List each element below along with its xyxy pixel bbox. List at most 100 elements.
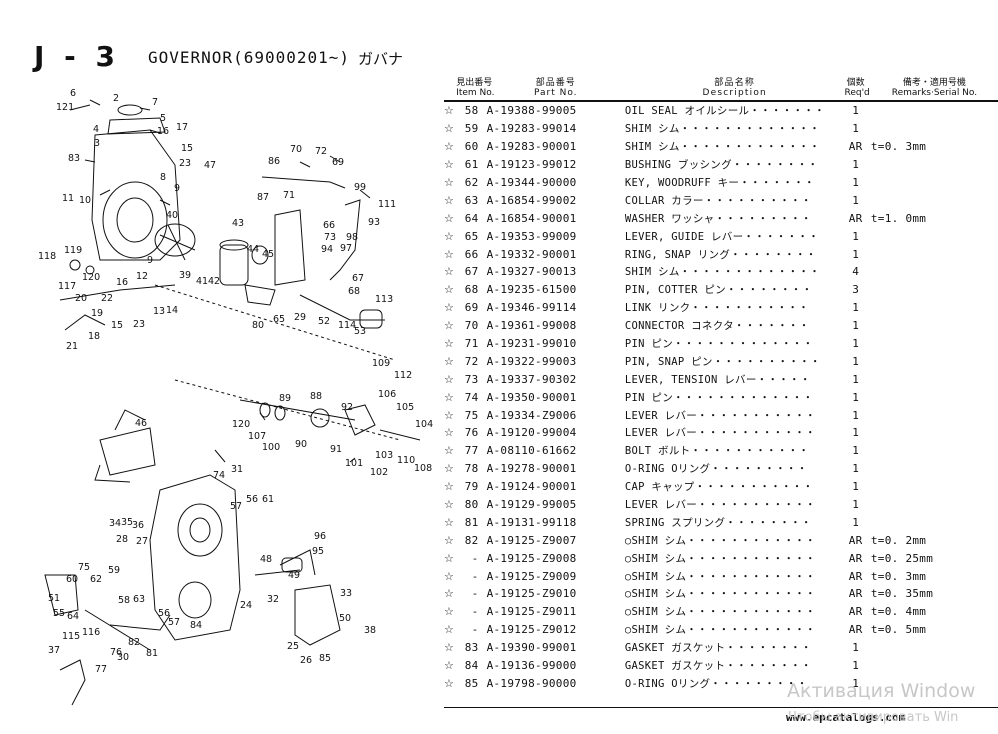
part-description: CAP キャップ・・・・・・・・・・・ [624, 481, 814, 494]
part-description: SHIM シム・・・・・・・・・・・・・ [624, 141, 821, 154]
callout-number: 7 [152, 97, 158, 108]
item-number: 68 [464, 283, 479, 297]
part-description: PIN, COTTER ピン・・・・・・・・ [624, 284, 813, 297]
callout-number: 81 [146, 648, 158, 659]
row-mark: ☆ [444, 498, 455, 512]
callout-number: 103 [375, 450, 393, 461]
row-mark: ☆ [444, 659, 455, 673]
callout-number: 10 [79, 195, 91, 206]
remarks [867, 442, 998, 460]
callout-number: 25 [287, 641, 299, 652]
row-mark: ☆ [444, 444, 455, 458]
row-mark: ☆ [444, 605, 455, 619]
item-number: 71 [464, 337, 479, 351]
row-mark: ☆ [444, 641, 455, 655]
part-description: SHIM シム・・・・・・・・・・・・・ [624, 123, 821, 136]
part-number: A-19125-Z9010 [486, 587, 577, 601]
callout-number: 55 [53, 608, 65, 619]
required-quantity: AR [848, 211, 863, 225]
part-number: A-19131-99118 [486, 515, 577, 529]
callout-number: 2 [113, 93, 119, 104]
part-number: A-19344-90000 [486, 176, 577, 189]
part-number: A-08110-61662 [486, 444, 577, 458]
callout-number: 16 [157, 126, 169, 137]
item-number: 85 [464, 676, 479, 690]
item-number: 74 [464, 390, 479, 404]
required-quantity: 1 [852, 426, 860, 440]
item-number: - [471, 587, 479, 601]
callout-number: 19 [91, 308, 103, 319]
item-number: 58 [464, 104, 479, 118]
required-quantity: 1 [852, 408, 860, 422]
part-description: BOLT ボルト・・・・・・・・・・・ [624, 445, 810, 458]
required-quantity: 1 [852, 498, 860, 512]
callout-number: 64 [67, 611, 79, 622]
callout-number: 78 [0, 70, 12, 73]
callout-number: 42 [208, 276, 220, 287]
callout-number: 4 [93, 124, 99, 135]
item-number: 82 [464, 533, 479, 547]
part-number: A-19388-99005 [486, 104, 577, 118]
callout-number: 29 [294, 312, 306, 323]
required-quantity: AR [848, 140, 863, 154]
required-quantity: 1 [852, 229, 860, 243]
callout-number: 24 [240, 600, 252, 611]
part-number: A-19361-99008 [486, 319, 577, 333]
required-quantity: 1 [852, 247, 860, 261]
footer-site-link[interactable]: www.epcatalogs.com [786, 711, 906, 724]
part-description: GASKET ガスケット・・・・・・・・ [624, 660, 812, 673]
callout-number: 105 [396, 402, 414, 413]
part-description: LEVER, TENSION レバー・・・・・ [624, 373, 811, 386]
required-quantity: AR [848, 587, 863, 601]
callout-number: 27 [136, 536, 148, 547]
remarks [867, 281, 998, 299]
remarks [867, 101, 998, 120]
callout-number: 63 [133, 594, 145, 605]
part-number: A-19346-99114 [486, 301, 577, 315]
callout-number: 120 [232, 419, 250, 430]
callout-number: 100 [262, 442, 280, 453]
part-description: LEVER レバー・・・・・・・・・・・ [624, 409, 816, 422]
required-quantity: 1 [852, 659, 860, 673]
part-number: A-19125-Z9009 [486, 569, 577, 583]
callout-number: 5 [160, 113, 166, 124]
part-number: A-19125-Z9008 [486, 551, 577, 565]
callout-number: 53 [354, 326, 366, 337]
callout-number: 20 [75, 293, 87, 304]
remarks [867, 352, 998, 370]
required-quantity: 1 [852, 462, 860, 476]
required-quantity: 1 [852, 641, 860, 655]
callout-number: 40 [166, 210, 178, 221]
item-number: 75 [464, 408, 479, 422]
callout-number: 58 [118, 595, 130, 606]
callout-number: 44 [247, 244, 259, 255]
remarks [867, 299, 998, 317]
callout-number: 35 [121, 517, 133, 528]
item-number: 61 [464, 158, 479, 172]
callout-number: 106 [378, 389, 396, 400]
callout-number: 65 [273, 314, 285, 325]
callout-number: 48 [260, 554, 272, 565]
callout-number: 110 [397, 455, 415, 466]
callout-number: 59 [108, 565, 120, 576]
remarks [867, 174, 998, 192]
callout-number: 56 [158, 608, 170, 619]
part-number: A-19123-99012 [486, 158, 577, 172]
callout-number: 77 [95, 664, 107, 675]
part-number: A-19125-Z9007 [486, 533, 577, 547]
callout-number: 96 [314, 531, 326, 542]
row-mark: ☆ [444, 247, 455, 261]
callout-number: 11 [62, 193, 74, 204]
row-mark: ☆ [444, 140, 455, 154]
row-mark: ☆ [444, 283, 455, 297]
